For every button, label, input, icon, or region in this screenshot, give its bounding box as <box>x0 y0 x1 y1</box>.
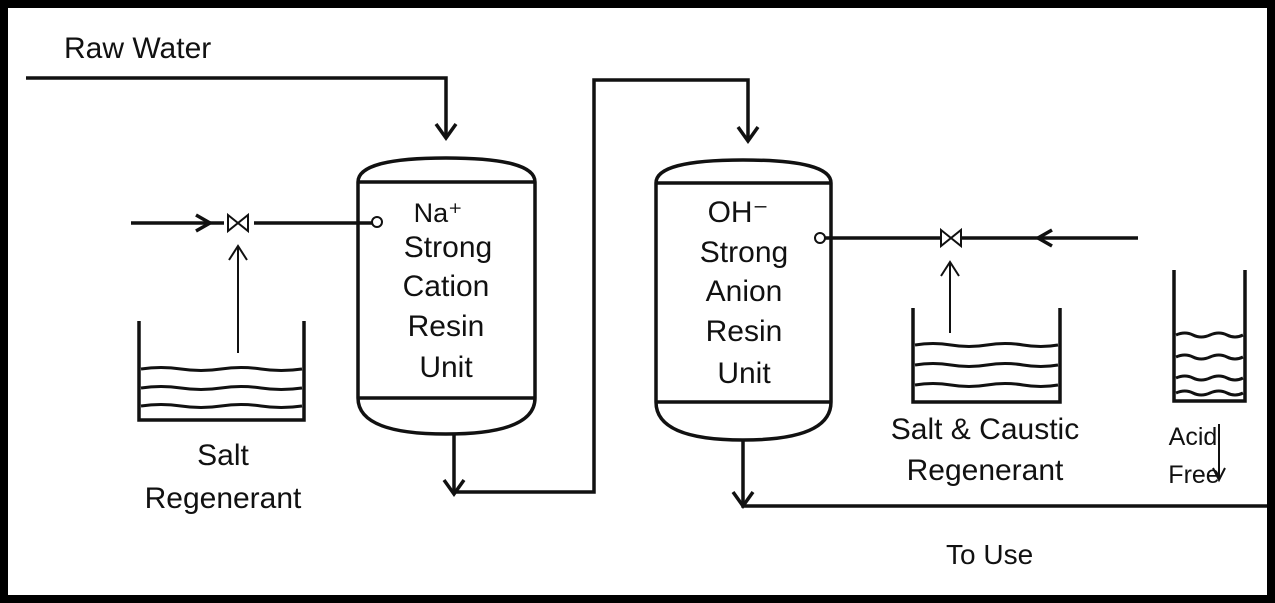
salt-caustic-line-2: Regenerant <box>907 454 1064 487</box>
acid-free-line-1: Acid <box>1169 423 1218 451</box>
anion-unit-label: OH⁻ Strong Anion Resin Unit <box>700 196 788 390</box>
product-outlet-arrow-icon <box>731 490 755 510</box>
diagram-frame: Na⁺ Strong Cation Resin Unit Salt Regene… <box>8 8 1267 595</box>
salt-caustic-line-1: Salt & Caustic <box>891 413 1079 446</box>
salt-feed-arrow-icon <box>195 213 214 233</box>
cation-line-unit: Unit <box>419 351 473 384</box>
anion-line-anion: Anion <box>706 275 783 308</box>
salt-tank <box>137 321 306 422</box>
cation-line-cation: Cation <box>403 270 490 303</box>
to-use-label: To Use <box>946 539 1033 570</box>
acid-free-liquid-3 <box>1175 374 1244 382</box>
acid-free-tank <box>1172 270 1247 403</box>
acid-free-liquid-2 <box>1175 353 1244 361</box>
salt-caustic-label: Salt & Caustic Regenerant <box>891 413 1079 487</box>
raw-water-label: Raw Water <box>64 32 211 65</box>
acid-free-label: Acid Free <box>1168 423 1219 489</box>
salt-regenerant-line-2: Regenerant <box>145 482 302 515</box>
transfer-pipe <box>452 78 750 494</box>
anion-line-resin: Resin <box>706 315 783 348</box>
cation-unit-label: Na⁺ Strong Cation Resin Unit <box>403 198 493 384</box>
transfer-arrow-anion-icon <box>736 125 760 145</box>
anion-line-strong: Strong <box>700 236 788 269</box>
cation-ion-label: Na⁺ <box>414 198 463 228</box>
transfer-arrow-down-icon <box>442 478 466 498</box>
cation-inlet-port-icon <box>371 216 383 228</box>
ion-exchange-diagram: Na⁺ Strong Cation Resin Unit Salt Regene… <box>26 32 1267 570</box>
caustic-tank-liquid-1 <box>914 342 1059 348</box>
caustic-draw-arrow-icon <box>940 260 960 277</box>
salt-tank-liquid-2 <box>140 385 303 391</box>
salt-valve-icon <box>227 212 249 234</box>
salt-draw-arrow-icon <box>228 244 248 261</box>
acid-free-line-2: Free <box>1168 461 1219 489</box>
cation-line-strong: Strong <box>404 231 492 264</box>
acid-free-liquid-1 <box>1175 331 1244 339</box>
salt-tank-liquid-3 <box>140 403 303 409</box>
caustic-valve-icon <box>940 227 962 249</box>
raw-water-arrow-icon <box>434 122 458 142</box>
raw-water-pipe <box>26 76 448 138</box>
salt-regenerant-label: Salt Regenerant <box>145 439 302 515</box>
salt-regenerant-line-1: Salt <box>197 439 249 472</box>
salt-tank-liquid-1 <box>140 366 303 372</box>
acid-free-liquid-4 <box>1175 389 1244 397</box>
caustic-feed-arrow-icon <box>1034 228 1053 248</box>
caustic-tank <box>911 308 1062 404</box>
anion-ion-label: OH⁻ <box>708 196 769 229</box>
acid-free-drain-arrow-icon <box>1212 467 1226 483</box>
caustic-tank-liquid-2 <box>914 362 1059 368</box>
cation-line-resin: Resin <box>408 310 485 343</box>
caustic-tank-liquid-3 <box>914 382 1059 388</box>
anion-line-unit: Unit <box>717 357 771 390</box>
anion-inlet-port-icon <box>814 232 826 244</box>
